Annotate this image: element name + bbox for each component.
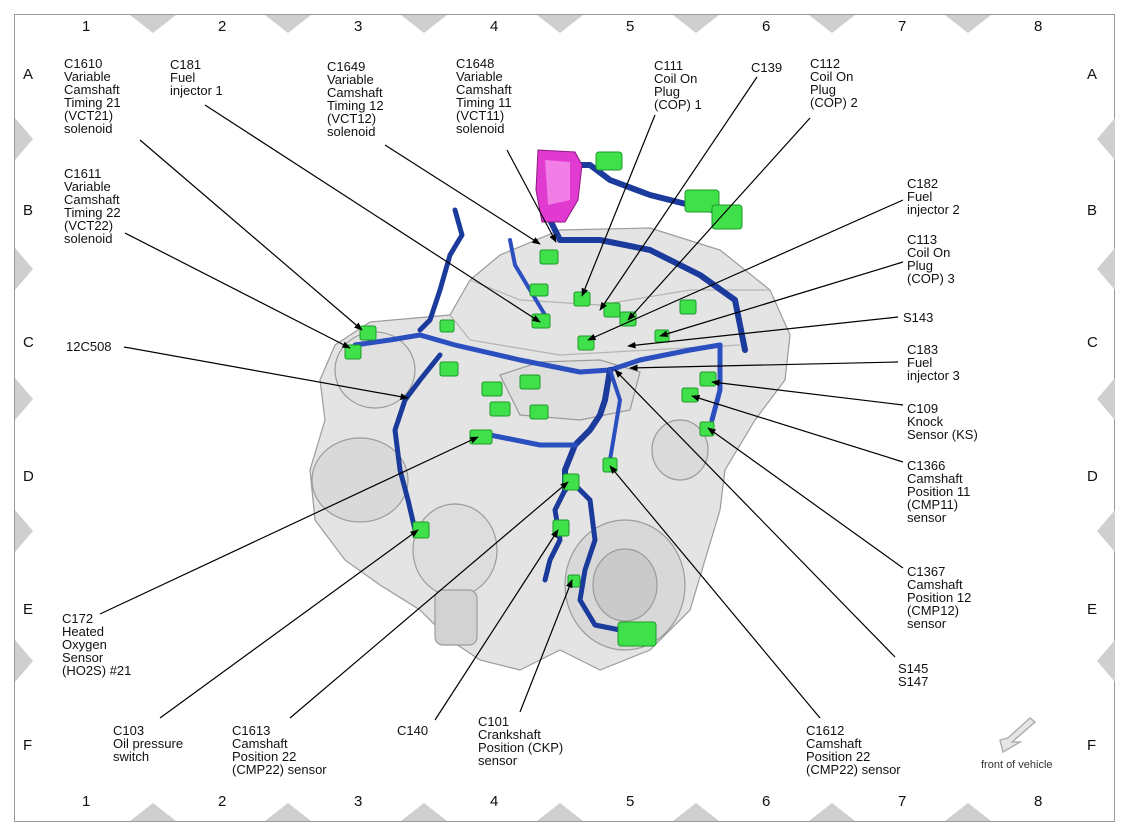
grid-row-right-a: A bbox=[1087, 66, 1098, 83]
label-c1367-cmp12-sensor: C1367 Camshaft Position 12 (CMP12) senso… bbox=[907, 564, 972, 631]
grid-col-bottom-7: 7 bbox=[898, 793, 907, 810]
label-c1612-cmp22-sensor: C1612 Camshaft Position 22 (CMP22) senso… bbox=[806, 723, 901, 777]
label-c140: C140 bbox=[397, 723, 429, 738]
grid-col-top-7: 7 bbox=[898, 18, 907, 35]
grid-row-right-c: C bbox=[1087, 334, 1098, 351]
grid-row-left-b: B bbox=[23, 202, 34, 219]
label-c103-oil-pressure-switch: C103 Oil pressure switch bbox=[113, 723, 184, 764]
grid-col-bottom-2: 2 bbox=[218, 793, 227, 810]
grid-col-bottom-1: 1 bbox=[82, 793, 91, 810]
grid-row-right-f: F bbox=[1087, 737, 1097, 754]
label-c1610-vct21-solenoid: C1610 Variable Camshaft Timing 21 (VCT21… bbox=[64, 56, 121, 136]
grid-row-right-e: E bbox=[1087, 601, 1098, 618]
label-12c508: 12C508 bbox=[66, 339, 112, 354]
label-c172-ho2s-21: C172 Heated Oxygen Sensor (HO2S) #21 bbox=[62, 611, 132, 678]
label-s145-s147: S145 S147 bbox=[898, 661, 929, 689]
grid-row-right-d: D bbox=[1087, 468, 1098, 485]
label-c181-fuel-injector-1: C181 Fuel injector 1 bbox=[170, 57, 223, 98]
label-front-of-vehicle: front of vehicle bbox=[981, 759, 1053, 771]
label-c183-fuel-injector-3: C183 Fuel injector 3 bbox=[907, 342, 960, 383]
wiring-harness bbox=[352, 162, 748, 635]
grid-markers bbox=[15, 15, 1115, 821]
grid-col-top-4: 4 bbox=[490, 18, 499, 35]
label-c1611-vct22-solenoid: C1611 Variable Camshaft Timing 22 (VCT22… bbox=[64, 166, 121, 246]
pcm-module bbox=[535, 149, 583, 223]
label-s143: S143 bbox=[903, 310, 934, 325]
grid-row-left-e: E bbox=[23, 601, 34, 618]
engine-block bbox=[309, 227, 791, 671]
label-c1648-vct11-solenoid: C1648 Variable Camshaft Timing 11 (VCT11… bbox=[456, 56, 512, 136]
label-c109-knock-sensor: C109 Knock Sensor (KS) bbox=[907, 401, 978, 442]
label-c113-cop-3: C113 Coil On Plug (COP) 3 bbox=[907, 232, 955, 286]
grid-col-top-1: 1 bbox=[82, 18, 91, 35]
label-c1366-cmp11-sensor: C1366 Camshaft Position 11 (CMP11) senso… bbox=[907, 458, 971, 525]
label-c111-cop-1: C111 Coil On Plug (COP) 1 bbox=[654, 58, 702, 112]
grid-col-top-6: 6 bbox=[762, 18, 771, 35]
label-c139: C139 bbox=[751, 60, 783, 75]
grid-col-bottom-3: 3 bbox=[354, 793, 363, 810]
grid-col-top-8: 8 bbox=[1034, 18, 1043, 35]
grid-col-bottom-4: 4 bbox=[490, 793, 499, 810]
grid-row-left-a: A bbox=[23, 66, 34, 83]
grid-row-left-c: C bbox=[23, 334, 34, 351]
grid-col-top-3: 3 bbox=[354, 18, 363, 35]
grid-col-bottom-6: 6 bbox=[762, 793, 771, 810]
label-c101-ckp-sensor: C101 Crankshaft Position (CKP) sensor bbox=[478, 714, 564, 768]
grid-col-bottom-8: 8 bbox=[1034, 793, 1043, 810]
grid-row-left-d: D bbox=[23, 468, 34, 485]
label-c112-cop-2: C112 Coil On Plug (COP) 2 bbox=[810, 56, 858, 110]
grid-row-left-f: F bbox=[23, 737, 33, 754]
leader-lines bbox=[99, 76, 904, 721]
label-c1613-cmp22-sensor: C1613 Camshaft Position 22 (CMP22) senso… bbox=[232, 723, 327, 777]
front-of-vehicle-arrow-icon bbox=[999, 717, 1037, 754]
grid-col-bottom-5: 5 bbox=[626, 793, 635, 810]
grid-row-right-b: B bbox=[1087, 202, 1098, 219]
label-c182-fuel-injector-2: C182 Fuel injector 2 bbox=[907, 176, 960, 217]
label-c1649-vct12-solenoid: C1649 Variable Camshaft Timing 12 (VCT12… bbox=[327, 59, 384, 139]
grid-col-top-2: 2 bbox=[218, 18, 227, 35]
grid-col-top-5: 5 bbox=[626, 18, 635, 35]
